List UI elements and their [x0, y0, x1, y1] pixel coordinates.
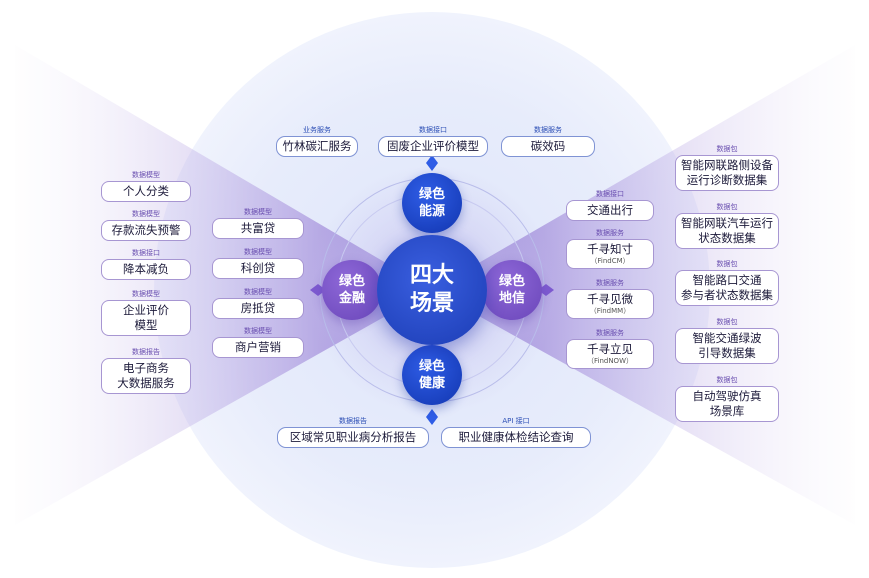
- tag-category: 业务服务: [303, 126, 331, 134]
- tag-mortgage-loan: 数据模型 房抵贷: [212, 288, 304, 319]
- tag-label: 房抵贷: [240, 301, 276, 315]
- tag-category: 数据服务: [596, 329, 624, 337]
- tag-label: 商户营销: [235, 340, 281, 354]
- scene-green-health: 绿色 健康: [402, 345, 462, 405]
- left-wing: [15, 45, 432, 525]
- tag-label-line1: 智能交通绿波: [692, 331, 762, 345]
- tag-vehicle-status-dataset: 数据包 智能网联汽车运行 状态数据集: [675, 203, 779, 249]
- diamond-top: [426, 155, 438, 171]
- tag-label: 交通出行: [587, 203, 633, 217]
- scene-label-line1: 绿色: [498, 274, 525, 289]
- tag-category: 数据服务: [596, 279, 624, 287]
- tag-findcm: 数据服务 千寻知寸 （FindCM）: [566, 229, 654, 269]
- tag-label: 科创贷: [240, 261, 276, 275]
- center-four-scenes: 四大 场景: [377, 235, 487, 345]
- tag-label: 千寻立见: [587, 342, 633, 356]
- tag-sublabel: （FindMM）: [589, 307, 631, 315]
- tag-roadside-device-dataset: 数据包 智能网联路侧设备 运行诊断数据集: [675, 145, 779, 191]
- tag-label: 千寻知寸: [587, 242, 633, 256]
- tag-personal-classification: 数据模型 个人分类: [101, 171, 191, 202]
- tag-findmm: 数据服务 千寻见微 （FindMM）: [566, 279, 654, 319]
- tag-label-line2: 状态数据集: [698, 231, 756, 245]
- tag-tech-loan: 数据模型 科创贷: [212, 248, 304, 279]
- tag-intersection-dataset: 数据包 智能路口交通 参与者状态数据集: [675, 260, 779, 306]
- tag-label-line1: 智能网联路侧设备: [681, 158, 773, 172]
- tag-label: 共富贷: [240, 221, 276, 235]
- tag-category: 数据服务: [596, 229, 624, 237]
- scene-green-energy: 绿色 能源: [402, 173, 462, 233]
- tag-label-line1: 企业评价: [123, 303, 169, 317]
- tag-enterprise-model: 数据模型 企业评价 模型: [101, 290, 191, 336]
- tag-deposit-warning: 数据模型 存款流失预警: [101, 210, 191, 241]
- center-label-line1: 四大: [409, 263, 454, 288]
- tag-category: 数据模型: [132, 171, 160, 179]
- tag-label-line1: 电子商务: [123, 361, 169, 375]
- tag-label: 碳效码: [530, 139, 566, 153]
- scene-label-line2: 能源: [418, 204, 445, 219]
- scene-label-line2: 地信: [498, 291, 525, 306]
- tag-label-line1: 智能路口交通: [692, 273, 762, 287]
- tag-label-line1: 自动驾驶仿真: [692, 389, 762, 403]
- tag-category: 数据报告: [132, 348, 160, 356]
- tag-label: 竹林碳汇服务: [282, 139, 352, 153]
- tag-category: 数据接口: [132, 249, 160, 257]
- tag-cost-reduction: 数据接口 降本减负: [101, 249, 191, 280]
- tag-category: API 接口: [502, 417, 530, 425]
- tag-findnow: 数据服务 千寻立见 （FindNOW）: [566, 329, 654, 369]
- tag-solid-waste-model: 数据接口 固废企业评价模型: [378, 126, 488, 157]
- tag-category: 数据接口: [596, 190, 624, 198]
- tag-label: 降本减负: [123, 262, 169, 276]
- tag-category: 数据模型: [132, 290, 160, 298]
- scene-label-line1: 绿色: [418, 187, 445, 202]
- tag-label: 千寻见微: [587, 292, 633, 306]
- tag-category: 数据接口: [419, 126, 447, 134]
- tag-occupational-report: 数据报告 区域常见职业病分析报告: [277, 417, 429, 448]
- tag-category: 数据模型: [132, 210, 160, 218]
- tag-category: 数据模型: [244, 288, 272, 296]
- diamond-bottom: [426, 409, 438, 425]
- tag-label: 固废企业评价模型: [387, 139, 479, 153]
- tag-traffic-travel: 数据接口 交通出行: [566, 190, 654, 221]
- tag-category: 数据服务: [534, 126, 562, 134]
- tag-autonomous-sim-library: 数据包 自动驾驶仿真 场景库: [675, 376, 779, 422]
- tag-category: 数据模型: [244, 208, 272, 216]
- tag-sublabel: （FindCM）: [590, 257, 630, 265]
- tag-label: 存款流失预警: [111, 223, 181, 237]
- tag-category: 数据包: [716, 260, 738, 268]
- tag-label-line2: 参与者状态数据集: [681, 288, 773, 302]
- tag-label-line2: 模型: [134, 318, 158, 332]
- tag-label-line2: 运行诊断数据集: [686, 173, 768, 187]
- scene-label-line1: 绿色: [418, 359, 445, 374]
- tag-green-wave-dataset: 数据包 智能交通绿波 引导数据集: [675, 318, 779, 364]
- tag-bamboo-carbon: 业务服务 竹林碳汇服务: [276, 126, 358, 157]
- tag-merchant-marketing: 数据模型 商户营销: [212, 327, 304, 358]
- scene-label-line2: 健康: [418, 376, 445, 391]
- tag-category: 数据模型: [244, 327, 272, 335]
- tag-label-line2: 引导数据集: [698, 346, 756, 360]
- tag-category: 数据包: [716, 318, 738, 326]
- scene-green-finance: 绿色 金融: [322, 260, 382, 320]
- tag-category: 数据模型: [244, 248, 272, 256]
- center-label-line2: 场景: [409, 291, 454, 316]
- tag-category: 数据包: [716, 145, 738, 153]
- tag-sublabel: （FindNOW）: [586, 357, 633, 365]
- scene-green-geo-credit: 绿色 地信: [482, 260, 542, 320]
- tag-label-line2: 场景库: [709, 404, 745, 418]
- tag-label: 区域常见职业病分析报告: [289, 430, 417, 444]
- tag-label-line1: 智能网联汽车运行: [681, 216, 773, 230]
- scene-label-line2: 金融: [338, 291, 365, 306]
- diamond-right: [538, 284, 554, 296]
- tag-ecommerce: 数据报告 电子商务 大数据服务: [101, 348, 191, 394]
- tag-label-line2: 大数据服务: [117, 376, 175, 390]
- tag-health-query: API 接口 职业健康体检结论查询: [441, 417, 591, 448]
- scene-label-line1: 绿色: [338, 274, 365, 289]
- tag-category: 数据报告: [339, 417, 367, 425]
- tag-carbon-code: 数据服务 碳效码: [501, 126, 595, 157]
- tag-label: 个人分类: [123, 184, 169, 198]
- tag-common-prosperity-loan: 数据模型 共富贷: [212, 208, 304, 239]
- tag-label: 职业健康体检结论查询: [458, 430, 574, 444]
- tag-category: 数据包: [716, 376, 738, 384]
- tag-category: 数据包: [716, 203, 738, 211]
